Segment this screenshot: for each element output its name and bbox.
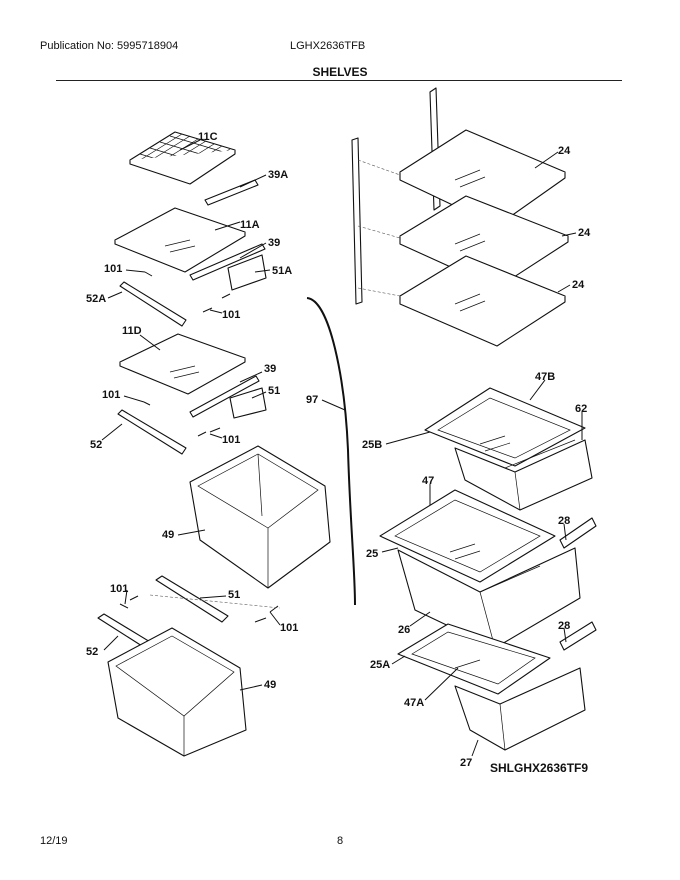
label-28-b: 28 [558,620,570,632]
label-49: 49 [162,529,174,541]
part-11c-wire-shelf [129,131,236,185]
label-26: 26 [398,624,410,636]
part-97-tube [306,297,356,606]
label-62: 62 [575,403,587,415]
part-51a-bracket [227,254,267,291]
label-39: 39 [268,237,280,249]
part-101-screws-b [143,401,221,437]
part-27-pan [454,667,586,751]
label-51-b: 51 [228,589,240,601]
label-51: 51 [268,385,280,397]
part-47a-glass-line [454,659,481,669]
label-11c: 11C [198,131,218,143]
part-52a-bracket [119,281,187,327]
label-51a: 51A [272,265,292,277]
label-101-b: 101 [222,309,240,321]
label-52: 52 [90,439,102,451]
label-25a: 25A [370,659,390,671]
part-28-clip-1 [559,517,597,549]
part-49-bin-lower [107,627,247,757]
part-11d-glass-shelf [119,333,246,395]
label-101-c: 101 [102,389,120,401]
part-49-bin-upper [189,445,331,589]
part-39-trim-2 [189,375,260,418]
part-62-drawer [454,439,593,511]
label-101: 101 [104,263,122,275]
label-24: 24 [558,145,571,157]
footer-page-number: 8 [337,835,344,847]
label-11a: 11A [240,219,260,231]
label-52a: 52A [86,293,106,305]
label-49-b: 49 [264,679,276,691]
header-rule [56,80,622,81]
label-101-d: 101 [222,434,240,446]
label-47: 47 [422,475,434,487]
label-52-b: 52 [86,646,98,658]
part-39a-trim [204,179,259,206]
model-number: LGHX2636TFB [290,40,366,52]
label-97: 97 [306,394,318,406]
label-27: 27 [460,757,472,769]
label-47a: 47A [404,697,424,709]
label-101-f: 101 [280,622,298,634]
label-25b: 25B [362,439,382,451]
label-101-e: 101 [110,583,128,595]
part-39-trim [189,243,266,281]
leader-lines [101,139,583,757]
publication-number: Publication No: 5995718904 [40,40,179,52]
part-47b-crisper-cover [424,387,586,467]
part-101-screws-a [144,271,231,313]
label-24-b: 24 [578,227,591,239]
label-11d: 11D [122,325,142,337]
diagram-code: SHLGHX2636TF9 [490,761,588,775]
label-39a: 39A [268,169,288,181]
part-47-crisper-cover [379,489,556,583]
label-47b: 47B [535,371,555,383]
side-rail-left [351,137,363,305]
label-25: 25 [366,548,378,560]
part-28-clip-2 [559,621,597,651]
footer-date: 12/19 [40,835,68,847]
part-52-bracket [117,409,187,455]
label-24-c: 24 [572,279,585,291]
label-28: 28 [558,515,570,527]
part-25a-pan-frame [397,623,551,695]
part-101-screws-c [119,595,279,623]
section-title: SHELVES [312,65,368,79]
part-24-glass-shelf-3 [399,255,566,347]
label-39-b: 39 [264,363,276,375]
part-11a-glass-shelf [114,207,246,273]
